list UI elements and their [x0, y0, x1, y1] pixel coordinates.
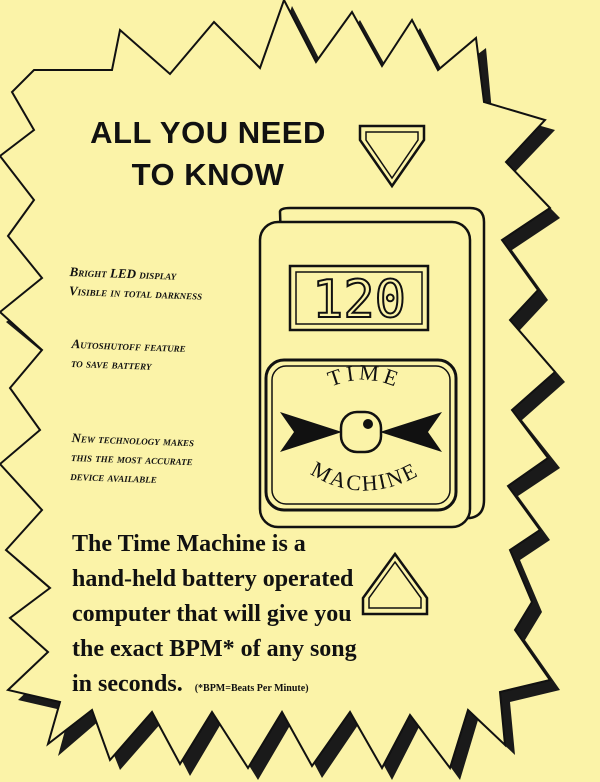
description-line-4: the exact BPM* of any song [72, 636, 357, 662]
center-dot-icon [363, 419, 373, 429]
button-face-outer [264, 358, 458, 512]
led-display-value: 120 [312, 270, 406, 330]
led-display-frame [288, 264, 430, 332]
description-line-2: hand-held battery operated [72, 566, 354, 592]
description: The Time Machine is a hand-held battery … [72, 527, 382, 706]
led-display-inner [295, 271, 423, 325]
feature-autoshutoff: Autoshutoff feature to save battery [71, 334, 186, 376]
bpm-footnote: (*BPM=Beats Per Minute) [194, 683, 309, 694]
left-arrow-icon [280, 412, 342, 452]
button-face-inner [271, 365, 451, 505]
center-button [339, 410, 383, 454]
headline-line-1: ALL YOU NEED [90, 115, 326, 150]
description-line-1: The Time Machine is a [72, 531, 306, 557]
description-line-5-text: in seconds. [72, 671, 183, 697]
down-arrow-icon [358, 124, 426, 189]
headline-line-2: TO KNOW [131, 157, 285, 192]
right-arrow-icon [380, 412, 442, 452]
up-arrow-icon [361, 551, 429, 616]
feature-technology: New technology makes this the most accur… [70, 428, 194, 489]
description-line-5: in seconds. (*BPM=Beats Per Minute) [72, 667, 382, 706]
feature-led-display: Bright LED display Visible in total dark… [69, 262, 204, 305]
feature-auto-line-2: to save battery [70, 354, 152, 373]
time-machine-device: 120 TIME MACHINE [258, 206, 486, 529]
headline: ALL YOU NEED TO KNOW [58, 112, 358, 196]
device-body [258, 220, 472, 529]
description-line-3: computer that will give you [72, 601, 352, 627]
